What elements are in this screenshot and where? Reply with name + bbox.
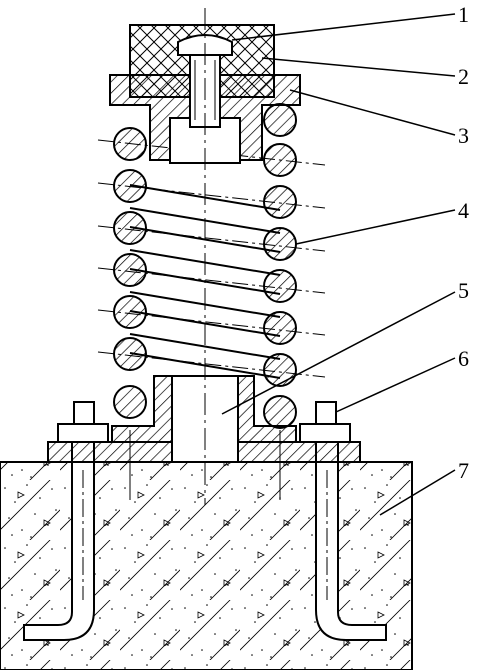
spring-coil-sections-right: [263, 103, 297, 429]
callout-1: 1: [458, 2, 469, 27]
callout-7: 7: [458, 458, 469, 483]
anchor-bolt-left: [23, 401, 109, 641]
callout-5: 5: [458, 278, 469, 303]
callout-4: 4: [458, 198, 469, 223]
callout-2: 2: [458, 64, 469, 89]
spring-coil-sections-left: [113, 127, 147, 419]
callout-labels: 1 2 3 4 5 6 7: [458, 2, 469, 483]
lower-spring-seat: [111, 375, 297, 463]
callout-leaders: [221, 13, 456, 516]
callout-6: 6: [458, 346, 469, 371]
callout-3: 3: [458, 123, 469, 148]
